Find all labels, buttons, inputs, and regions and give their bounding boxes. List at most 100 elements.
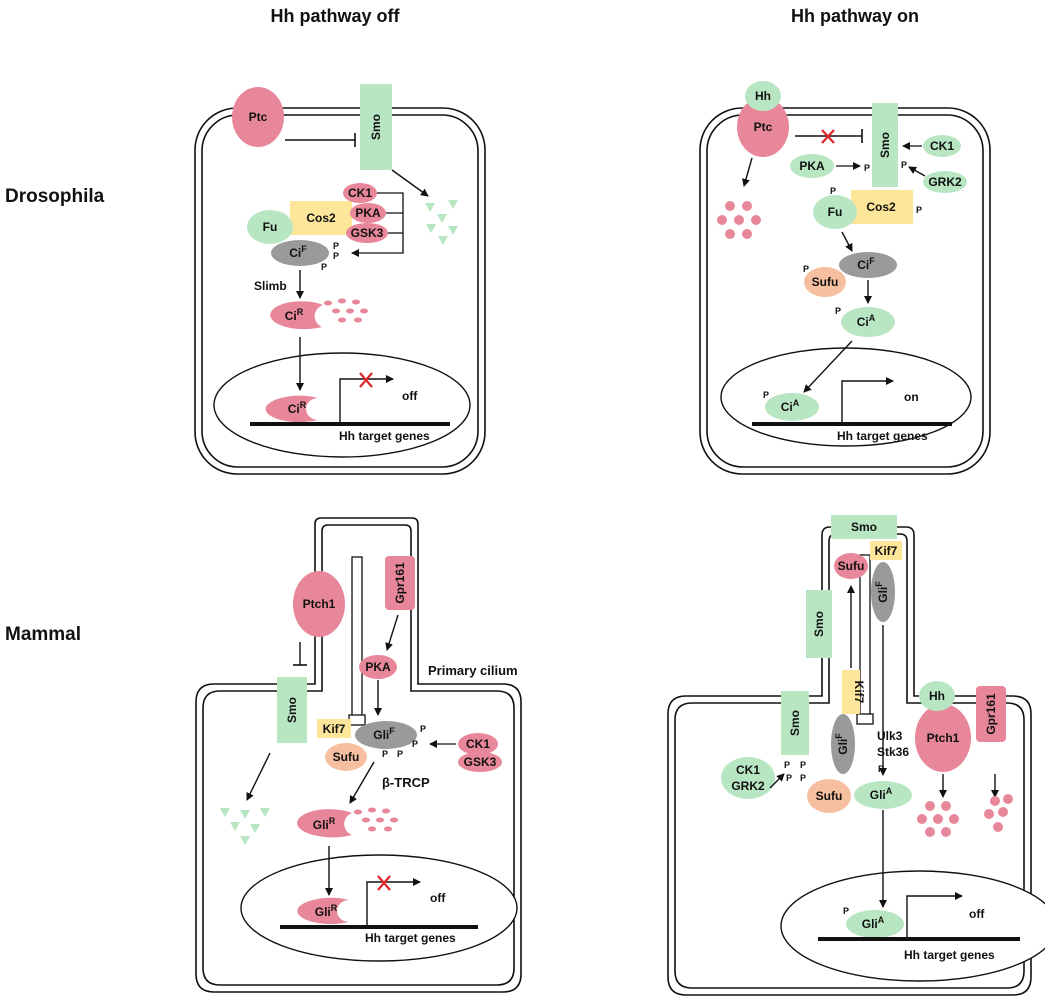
ck1 <box>458 733 498 755</box>
hh-ligand <box>745 81 781 111</box>
kif7-tip <box>870 541 902 560</box>
on-label: on <box>904 390 919 404</box>
gpr161 <box>385 556 415 610</box>
target-genes-label: Hh target genes <box>904 948 995 962</box>
ptc-degradation-dots <box>717 201 761 239</box>
basal-body <box>856 713 874 725</box>
phospho-gli-dna: P <box>843 906 849 916</box>
ptch1-label: Ptch1 <box>303 597 336 611</box>
gli-activator-on-dna <box>846 910 904 938</box>
gli-full-shaft-label: GliF <box>834 733 850 755</box>
smo-cilium-tip <box>831 515 897 539</box>
kinases-to-smo-arrow <box>769 773 785 789</box>
ci-repressor-on-dna <box>265 395 318 423</box>
cell-membrane-outer <box>699 107 991 475</box>
ci-activator-label: CiA <box>857 313 876 329</box>
phospho-smo-3: P <box>786 773 792 783</box>
smo-label: Smo <box>878 132 892 158</box>
phospho-sufu: P <box>803 264 809 274</box>
hh-label: Hh <box>929 689 945 703</box>
ptch1-degradation-dots <box>917 801 959 837</box>
ci-full-label: CiF <box>857 256 875 272</box>
cos2 <box>851 190 913 224</box>
gli-processing-arrow <box>349 761 375 804</box>
gsk3 <box>458 752 502 772</box>
ck1-label: CK1 <box>930 139 954 153</box>
ci-activator <box>841 307 895 337</box>
kif7-label: Kif7 <box>323 722 346 736</box>
phospho-smo-4: P <box>800 773 806 783</box>
fu-label: Fu <box>263 220 278 234</box>
gli-activator-label: GliA <box>870 786 893 802</box>
nucleus <box>213 352 471 458</box>
ptc-receptor <box>737 97 789 157</box>
nucleus <box>240 854 518 962</box>
gpr161-label: Gpr161 <box>984 693 998 735</box>
gpr161-label: Gpr161 <box>393 562 407 604</box>
smo-tip-label: Smo <box>851 520 877 534</box>
pka-label: PKA <box>799 159 825 173</box>
ci-activator-on-dna <box>765 393 819 421</box>
ptch1-receptor <box>915 704 971 772</box>
grk2-label: GRK2 <box>731 779 765 793</box>
smo-base-label: Smo <box>788 710 802 736</box>
off-label: off <box>969 907 985 921</box>
phospho-3: P <box>397 749 403 759</box>
label-drosophila: Drosophila <box>5 186 105 207</box>
hh-ligand <box>919 681 955 711</box>
axoneme <box>351 556 363 723</box>
fu-to-ci-arrow <box>841 231 853 252</box>
kif7 <box>317 719 351 738</box>
ci-full <box>271 240 329 266</box>
fu-label: Fu <box>828 205 843 219</box>
ck1 <box>343 183 377 203</box>
gli-full-tip <box>871 562 895 622</box>
smo-to-fragments-arrow <box>391 169 429 197</box>
slimb-label: Slimb <box>254 279 287 293</box>
ci-full-label: CiF <box>289 244 307 260</box>
ulk3-label: Ulk3 <box>877 729 903 743</box>
smo-receptor <box>360 84 392 170</box>
gpr161-degradation-dots <box>984 794 1013 832</box>
blocked-cross <box>359 372 373 388</box>
fu <box>813 195 857 229</box>
smo-to-fragments-arrow <box>246 752 271 801</box>
smo-fragments <box>425 200 458 245</box>
gsk3-label: GSK3 <box>351 226 384 240</box>
ck1 <box>923 135 961 157</box>
ptch1-receptor <box>293 571 345 637</box>
ci-activator-dna-label: CiA <box>781 398 800 414</box>
target-genes-label: Hh target genes <box>339 429 430 443</box>
pka <box>359 655 397 679</box>
ptc-label: Ptc <box>249 110 268 124</box>
sufu-tip <box>834 553 868 579</box>
cos2 <box>290 201 352 235</box>
kinase-bracket <box>351 192 404 257</box>
label-mammal: Mammal <box>5 624 81 645</box>
phospho-3: P <box>321 262 327 272</box>
ci-repressor-dna-label: CiR <box>288 400 307 416</box>
ci-repressor-label: CiR <box>285 307 304 323</box>
ptch1-label: Ptch1 <box>927 731 960 745</box>
gli-full-shaft <box>831 714 855 774</box>
off-label: off <box>402 389 418 403</box>
smo-fragments <box>220 808 270 845</box>
phospho-cos2: P <box>916 205 922 215</box>
ck1-label: CK1 <box>466 737 490 751</box>
sufu <box>325 743 367 771</box>
grk2-to-smo-arrow <box>908 166 926 177</box>
pka <box>790 154 834 178</box>
fu <box>247 210 293 244</box>
ck1-label: CK1 <box>736 763 760 777</box>
phospho-1: P <box>420 724 426 734</box>
phospho-ci-a-dna: P <box>763 390 769 400</box>
phospho-1: P <box>333 241 339 251</box>
panel-drosophila-on: Ptc Hh Smo CK1 GRK2 P P PKA Cos2 P Fu P <box>699 81 991 475</box>
hh-label: Hh <box>755 89 771 103</box>
gli-repressor-on-dna <box>297 897 349 925</box>
transcription-start <box>339 375 394 424</box>
sufu-label: Sufu <box>333 750 360 764</box>
gli-activator <box>854 781 912 809</box>
pka <box>350 203 386 223</box>
